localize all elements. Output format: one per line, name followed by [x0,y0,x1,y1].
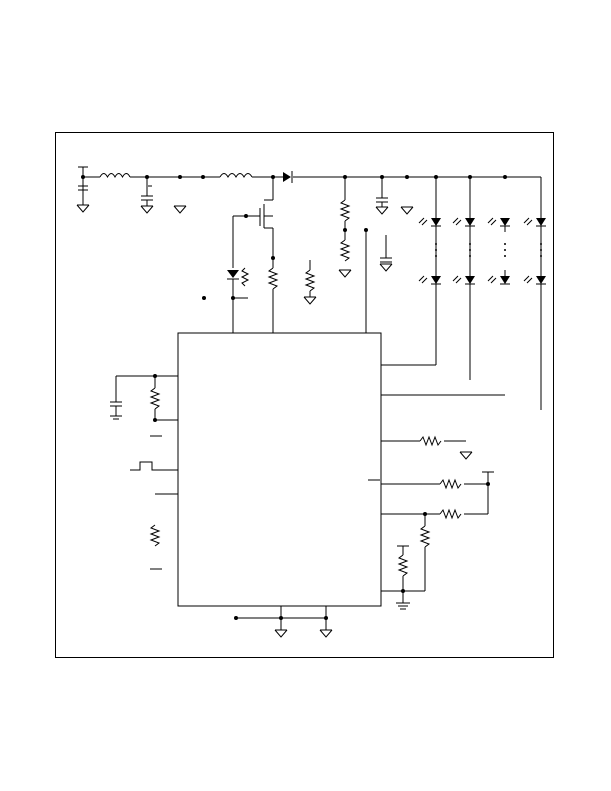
led-string-3 [381,175,510,396]
zener-branch [202,216,250,333]
ic-body [177,332,382,607]
capacitor-2 [140,175,154,214]
right-resistor-1 [381,435,473,460]
inductor-2 [219,173,253,179]
resistor-to-ground [303,260,317,305]
right-resistor-5 [396,545,410,610]
led-string-1 [381,175,441,366]
left-resistor-1 [149,376,178,437]
sense-resistor [267,258,279,333]
output-capacitor [375,175,414,215]
left-capacitor [110,374,178,420]
capacitor-3 [379,235,393,272]
mosfet [233,175,275,260]
figure-frame [55,132,554,658]
pwm-waveform [130,461,178,495]
led-string-2 [452,175,475,380]
top-rail [83,176,542,218]
bottom-grounds [234,606,333,638]
inductor-1 [99,173,131,179]
schottky-diode [283,171,293,183]
right-resistor-3 [381,508,488,520]
led-string-4 [523,177,546,410]
ground-symbol-1 [173,175,187,214]
input-capacitor [76,166,90,213]
right-resistor-2 [381,471,494,514]
feedback-divider [338,175,368,333]
left-resistor-2 [149,524,162,570]
right-resistor-4 [381,514,431,592]
